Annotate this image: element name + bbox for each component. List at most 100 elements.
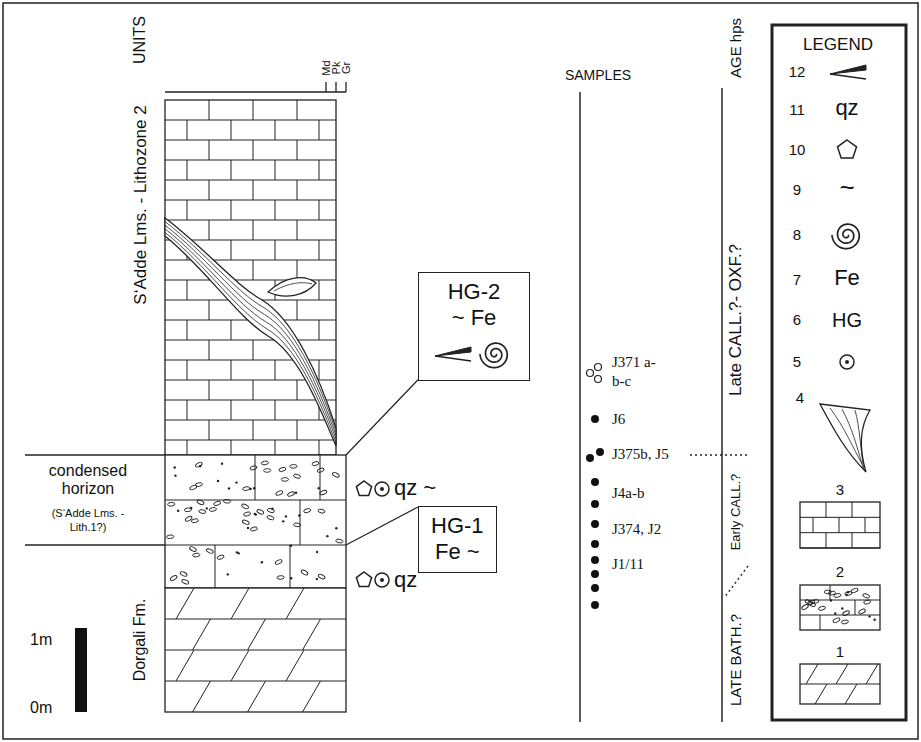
limestone-joint xyxy=(253,220,254,240)
clast xyxy=(287,491,295,497)
age-label: LATE BATH.? xyxy=(728,614,743,706)
dolomite-outline xyxy=(800,664,880,704)
limestone-bed xyxy=(800,517,880,518)
clast xyxy=(267,508,275,514)
unit-name: Dorgali Fm. xyxy=(132,599,148,682)
limestone-joint xyxy=(187,280,188,300)
clast xyxy=(180,571,188,577)
grain xyxy=(255,513,257,515)
clast xyxy=(241,503,249,509)
grain xyxy=(206,507,208,509)
clast xyxy=(250,526,258,531)
legend-number: 11 xyxy=(789,101,805,118)
grain xyxy=(830,599,832,601)
grain xyxy=(174,474,176,476)
limestone-bed xyxy=(165,340,336,341)
sample-axis xyxy=(579,92,581,722)
dolomite-tick xyxy=(836,664,848,684)
clast xyxy=(242,519,250,525)
clast xyxy=(275,490,283,496)
grain xyxy=(326,535,328,537)
dolomite-bed xyxy=(165,681,346,682)
limestone-bed xyxy=(165,120,336,121)
clast xyxy=(198,509,206,514)
conglomerate-bed xyxy=(165,545,346,546)
scale-bar xyxy=(75,628,87,712)
clast xyxy=(266,515,274,521)
clast xyxy=(808,602,816,608)
clast xyxy=(189,546,197,553)
ooid-symbol xyxy=(375,573,389,587)
conglomerate-joint xyxy=(830,585,831,600)
clast xyxy=(841,620,849,625)
limestone-outline xyxy=(800,502,880,548)
clast xyxy=(818,605,826,611)
sample-dot xyxy=(591,584,599,592)
clast xyxy=(250,465,258,470)
limestone-joint xyxy=(319,120,320,140)
clast xyxy=(256,509,264,515)
clast xyxy=(170,575,178,582)
grain xyxy=(316,551,318,553)
grain xyxy=(868,615,870,617)
grain xyxy=(295,492,297,494)
grain xyxy=(290,577,292,579)
horizon-content: Fe ~ xyxy=(431,539,484,565)
dolomite-tick xyxy=(815,684,827,704)
limestone-joint xyxy=(209,420,210,440)
slump-lens xyxy=(268,278,316,296)
legend-number: 10 xyxy=(789,141,806,158)
age-label: Early CALL.? xyxy=(729,474,742,551)
ooid-core xyxy=(845,360,849,364)
limestone-joint xyxy=(187,440,188,455)
limestone-joint xyxy=(253,380,254,400)
limestone-joint xyxy=(297,260,298,280)
limestone-joint xyxy=(209,140,210,160)
texture-label: Gr xyxy=(341,62,352,74)
conglomerate-joint xyxy=(215,545,216,588)
limestone-bed xyxy=(165,440,336,441)
log-artwork xyxy=(3,3,918,739)
limestone-joint xyxy=(253,140,254,160)
ooid-core xyxy=(380,578,384,582)
grain xyxy=(190,507,192,509)
sample-hollow-dot xyxy=(595,376,602,383)
sample-dot xyxy=(591,415,599,423)
clast xyxy=(184,508,192,512)
sample-label: J6 xyxy=(612,411,625,428)
sample-dot xyxy=(591,540,599,548)
clast xyxy=(293,523,301,527)
clast xyxy=(290,464,297,468)
legend-number: 3 xyxy=(836,481,844,498)
conglomerate-joint xyxy=(300,500,301,545)
unit-name: condensed horizon xyxy=(33,462,143,499)
dolomite-outline xyxy=(165,588,346,712)
grain xyxy=(282,520,284,522)
limestone-joint xyxy=(319,160,320,180)
limestone-joint xyxy=(839,517,840,532)
limestone-joint xyxy=(231,320,232,340)
dolomite-tick xyxy=(193,619,211,650)
age-boundary xyxy=(724,566,748,598)
conglomerate-bed xyxy=(800,615,880,616)
conglomerate-joint xyxy=(290,545,291,588)
limestone-joint xyxy=(231,160,232,180)
horizon-box: HG-1Fe ~ xyxy=(418,506,497,573)
slump-lamina xyxy=(855,410,864,470)
dolomite-tick xyxy=(806,664,818,684)
clast xyxy=(189,484,197,490)
grain xyxy=(228,487,230,489)
limestone-bed xyxy=(800,547,880,548)
limestone-joint xyxy=(187,320,188,340)
grain xyxy=(841,607,843,609)
age-boundary xyxy=(690,454,748,455)
conglomerate-outline xyxy=(800,585,880,630)
clast xyxy=(863,599,871,604)
grain xyxy=(847,591,849,593)
clast xyxy=(217,554,225,560)
pentagon-symbol xyxy=(837,140,856,158)
clast xyxy=(277,575,284,579)
sample-dot xyxy=(591,500,599,508)
grain xyxy=(249,488,251,490)
